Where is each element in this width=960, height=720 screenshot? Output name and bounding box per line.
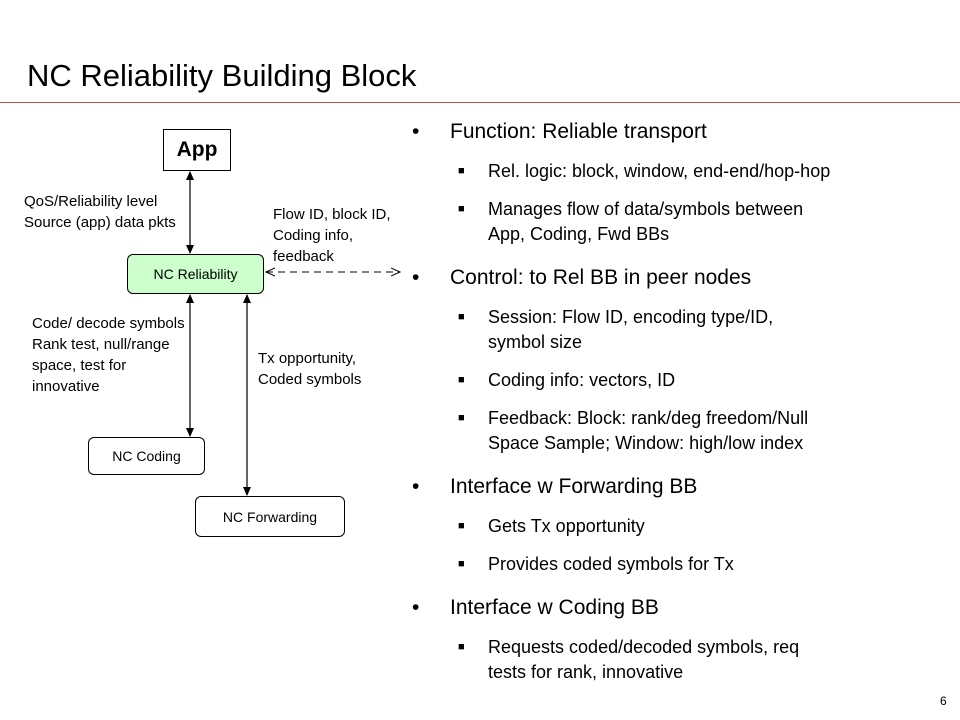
sub-bullet-line: App, Coding, Fwd BBs — [488, 224, 670, 244]
sub-bullet-item: ■ Session: Flow ID, encoding type/ID, sy… — [412, 305, 952, 355]
label-line: space, test for — [32, 357, 127, 374]
sub-bullet-marker: ■ — [458, 203, 465, 215]
label-line: Code/ decode symbols — [32, 315, 185, 332]
sub-bullet-marker: ■ — [458, 374, 465, 386]
sub-bullet-item: ■ Requests coded/decoded symbols, req te… — [412, 635, 952, 685]
peer-control-label: Flow ID, block ID, Coding info, feedback — [273, 204, 391, 267]
sub-bullet-line: Session: Flow ID, encoding type/ID, — [488, 307, 774, 327]
sub-bullet-line: Manages flow of data/symbols between — [488, 199, 804, 219]
coding-interface-label: Code/ decode symbols Rank test, null/ran… — [32, 313, 185, 397]
app-box: App — [163, 129, 231, 171]
page-number: 6 — [940, 694, 947, 708]
bullet-item: • Function: Reliable transport — [412, 117, 952, 146]
sub-bullet-item: ■ Manages flow of data/symbols between A… — [412, 197, 952, 247]
sub-bullet-marker: ■ — [458, 311, 465, 323]
sub-bullet-item: ■ Feedback: Block: rank/deg freedom/Null… — [412, 406, 952, 456]
sub-bullet-line: Requests coded/decoded symbols, req — [488, 637, 800, 657]
title-divider — [0, 102, 960, 103]
label-line: Coded symbols — [258, 371, 362, 388]
sub-bullet-item: ■ Coding info: vectors, ID — [412, 368, 952, 393]
bullet-marker: • — [412, 596, 420, 619]
label-line: Rank test, null/range — [32, 336, 170, 353]
nc-forwarding-box: NC Forwarding — [195, 496, 345, 537]
label-line: Flow ID, block ID, — [273, 206, 391, 223]
label-line: feedback — [273, 248, 334, 265]
slide-title: NC Reliability Building Block — [27, 58, 417, 93]
nc-reliability-box: NC Reliability — [127, 254, 264, 294]
sub-bullet-line: tests for rank, innovative — [488, 662, 684, 682]
sub-bullet-line: symbol size — [488, 332, 583, 352]
sub-bullet-item: ■ Provides coded symbols for Tx — [412, 552, 952, 577]
sub-bullet-line: Rel. logic: block, window, end-end/hop-h… — [488, 161, 831, 181]
label-line: Tx opportunity, — [258, 350, 357, 367]
sub-bullet-marker: ■ — [458, 165, 465, 177]
sub-bullet-line: Gets Tx opportunity — [488, 516, 645, 536]
sub-bullet-marker: ■ — [458, 412, 465, 424]
bullet-list: • Function: Reliable transport ■ Rel. lo… — [412, 117, 952, 685]
sub-bullet-line: Feedback: Block: rank/deg freedom/Null — [488, 408, 809, 428]
sub-bullet-item: ■ Rel. logic: block, window, end-end/hop… — [412, 159, 952, 184]
sub-bullet-marker: ■ — [458, 520, 465, 532]
bullet-item: • Interface w Coding BB — [412, 593, 952, 622]
label-line: innovative — [32, 378, 100, 395]
sub-bullet-line: Space Sample; Window: high/low index — [488, 433, 804, 453]
label-line: Coding info, — [273, 227, 354, 244]
sub-bullet-line: Coding info: vectors, ID — [488, 370, 676, 390]
bullet-text: Interface w Coding BB — [450, 596, 659, 619]
bullet-marker: • — [412, 475, 420, 498]
sub-bullet-line: Provides coded symbols for Tx — [488, 554, 734, 574]
bullet-marker: • — [412, 120, 420, 143]
bullet-marker: • — [412, 266, 420, 289]
label-line: QoS/Reliability level — [24, 193, 158, 210]
bullet-text: Interface w Forwarding BB — [450, 475, 698, 498]
bullet-item: • Control: to Rel BB in peer nodes — [412, 263, 952, 292]
app-reliability-label: QoS/Reliability level Source (app) data … — [24, 191, 176, 233]
sub-bullet-marker: ■ — [458, 641, 465, 653]
sub-bullet-marker: ■ — [458, 558, 465, 570]
bullet-text: Control: to Rel BB in peer nodes — [450, 266, 752, 289]
forwarding-interface-label: Tx opportunity, Coded symbols — [258, 348, 361, 390]
bullet-item: • Interface w Forwarding BB — [412, 472, 952, 501]
label-line: Source (app) data pkts — [24, 214, 176, 231]
nc-coding-box: NC Coding — [88, 437, 205, 475]
sub-bullet-item: ■ Gets Tx opportunity — [412, 514, 952, 539]
bullet-text: Function: Reliable transport — [450, 120, 707, 143]
